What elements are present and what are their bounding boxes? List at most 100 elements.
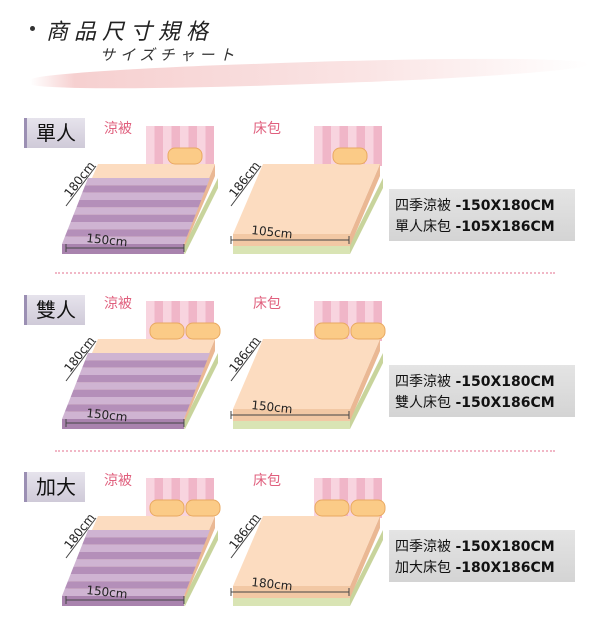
quilt-tag: 涼被 (104, 296, 132, 312)
info-name: 雙人床包 (395, 395, 451, 411)
info-row-quilt: 四季涼被 -150X180CM (395, 371, 555, 391)
quilt-stripe (82, 185, 208, 193)
info-name: 四季涼被 (395, 374, 451, 390)
mattress-side (350, 516, 380, 598)
headboard-stripe (322, 301, 331, 341)
headboard-stripe (180, 126, 189, 166)
headboard-stripe (205, 301, 214, 341)
headboard-stripe (154, 478, 163, 518)
headboard-stripe (356, 478, 365, 518)
headboard-stripe (373, 126, 382, 166)
quilt-edge (62, 596, 184, 606)
quilt-stripe (67, 397, 193, 405)
pillow (167, 147, 203, 165)
quilt-stripe (76, 200, 202, 208)
quilt-stripe (70, 214, 196, 222)
headboard-stripe (163, 301, 172, 341)
headboard-stripe (180, 478, 189, 518)
width-dimension-label: 150cm (86, 406, 128, 424)
info-size: -150X180CM (455, 374, 555, 390)
info-size: -150X180CM (455, 539, 555, 555)
size-info-box: 四季涼被 -150X180CM 雙人床包 -150X186CM (389, 365, 575, 417)
quilt-stripe (79, 367, 205, 375)
headboard-stripe (163, 478, 172, 518)
quilt-edge (62, 419, 184, 429)
headboard-stripe (365, 126, 374, 166)
quilt-stripe (79, 544, 205, 552)
section-label: 雙人 (24, 295, 85, 325)
quilt-stripe (82, 360, 208, 368)
headboard-stripe (331, 301, 340, 341)
quilt-stripe (76, 552, 202, 560)
quilt-stripe (62, 236, 187, 244)
headboard-stripe (171, 478, 180, 518)
info-row-sheet: 加大床包 -180X186CM (395, 557, 555, 577)
headboard-stripe (331, 126, 340, 166)
length-dimension-line (65, 165, 97, 207)
headboard-stripe (197, 478, 206, 518)
headboard-stripe (348, 478, 357, 518)
headboard-stripe (314, 301, 323, 341)
size-info-box: 四季涼被 -150X180CM 加大床包 -180X186CM (389, 530, 575, 582)
info-size: -150X186CM (455, 395, 555, 411)
info-size: -180X186CM (455, 560, 555, 576)
headboard-stripe (188, 478, 197, 518)
headboard-stripe (339, 126, 348, 166)
quilt-edge (62, 244, 184, 254)
headboard-stripe (146, 301, 155, 341)
quilt-stripe (64, 404, 190, 412)
headboard-stripe (331, 478, 340, 518)
quilt-tag: 涼被 (104, 121, 132, 137)
quilt-stripe (85, 178, 210, 186)
quilt-stripe (73, 382, 199, 390)
mattress-top (233, 164, 380, 234)
bed-base (233, 244, 350, 254)
section-divider (55, 272, 555, 274)
mattress-top (233, 339, 380, 409)
sheet-tag: 床包 (253, 296, 281, 312)
headboard-stripe (373, 478, 382, 518)
info-size: -105X186CM (455, 219, 555, 235)
headboard-stripe (180, 301, 189, 341)
pillow (332, 147, 368, 165)
headboard-stripe (197, 301, 206, 341)
info-row-sheet: 單人床包 -105X186CM (395, 216, 555, 236)
headboard-stripe (154, 301, 163, 341)
headboard-stripe (146, 126, 155, 166)
bed-base-side (185, 178, 218, 254)
page-subtitle: サイズチャート (100, 46, 240, 64)
quilt-stripe (70, 566, 196, 574)
pillow (350, 322, 386, 340)
headboard-stripe (314, 126, 323, 166)
headboard-stripe (163, 126, 172, 166)
quilt-tag: 涼被 (104, 473, 132, 489)
headboard-stripe (188, 301, 197, 341)
mattress-side (350, 164, 380, 246)
headboard-stripe (365, 301, 374, 341)
mattress-side (185, 164, 215, 246)
mattress-side (185, 339, 215, 421)
length-dimension-line (230, 340, 262, 382)
size-info-box: 四季涼被 -150X180CM 單人床包 -105X186CM (389, 189, 575, 241)
info-name: 四季涼被 (395, 198, 451, 214)
quilt-stripe (64, 581, 190, 589)
quilt-stripe (62, 411, 187, 419)
section-label: 加大 (24, 472, 85, 502)
page-title: 商品尺寸規格 (46, 20, 215, 45)
quilt-stripe (82, 537, 208, 545)
width-dimension-label: 150cm (86, 231, 128, 249)
headboard-stripe (322, 478, 331, 518)
info-name: 加大床包 (395, 560, 451, 576)
headboard-stripe (356, 126, 365, 166)
headboard-stripe (154, 126, 163, 166)
width-dimension-label: 150cm (86, 583, 128, 601)
headboard-stripe (356, 301, 365, 341)
headboard-stripe (339, 301, 348, 341)
